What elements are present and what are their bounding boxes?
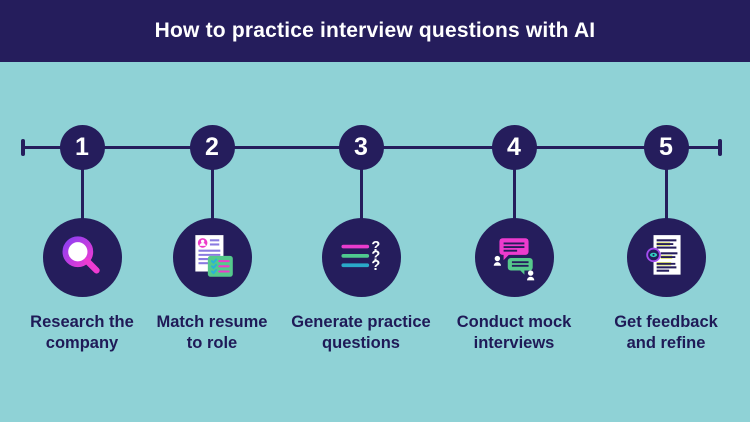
step-label: Research the company [30,313,134,352]
question-list-icon: ? ? ? [321,218,401,297]
step-number: 5 [659,133,673,161]
step-number-badge: 1 [59,125,105,170]
step-label: Match resume to role [156,313,268,352]
step-number: 2 [205,133,219,161]
page-title: How to practice interview questions with… [154,19,596,42]
connector-line [210,148,214,260]
chat-bubbles-icon [474,218,554,297]
timeline-endcap-right [718,139,722,156]
step-number-badge: 4 [491,125,537,170]
timeline-area: 1 Research the company [0,62,750,422]
step-number-badge: 5 [643,125,689,170]
timeline-endcap-left [21,139,25,156]
step-label: Conduct mock interviews [456,313,572,352]
header: How to practice interview questions with… [0,0,750,62]
step-number: 4 [507,133,521,161]
step-label: Generate practice questions [291,313,431,352]
step-number-badge: 3 [338,125,384,170]
step-label: Get feedback and refine [614,313,718,352]
step-number: 3 [354,133,368,161]
annotated-document-icon [626,218,706,297]
step-number-badge: 2 [189,125,235,170]
connector-line [359,148,363,260]
svg-text:?: ? [371,257,380,273]
connector-line [80,148,84,260]
svg-text:?: ? [371,239,380,255]
magnifier-icon [42,218,122,297]
resume-match-icon [172,218,252,297]
connector-line [512,148,516,260]
svg-text:?: ? [371,248,380,264]
step-number: 1 [75,133,89,161]
connector-line [664,148,668,260]
